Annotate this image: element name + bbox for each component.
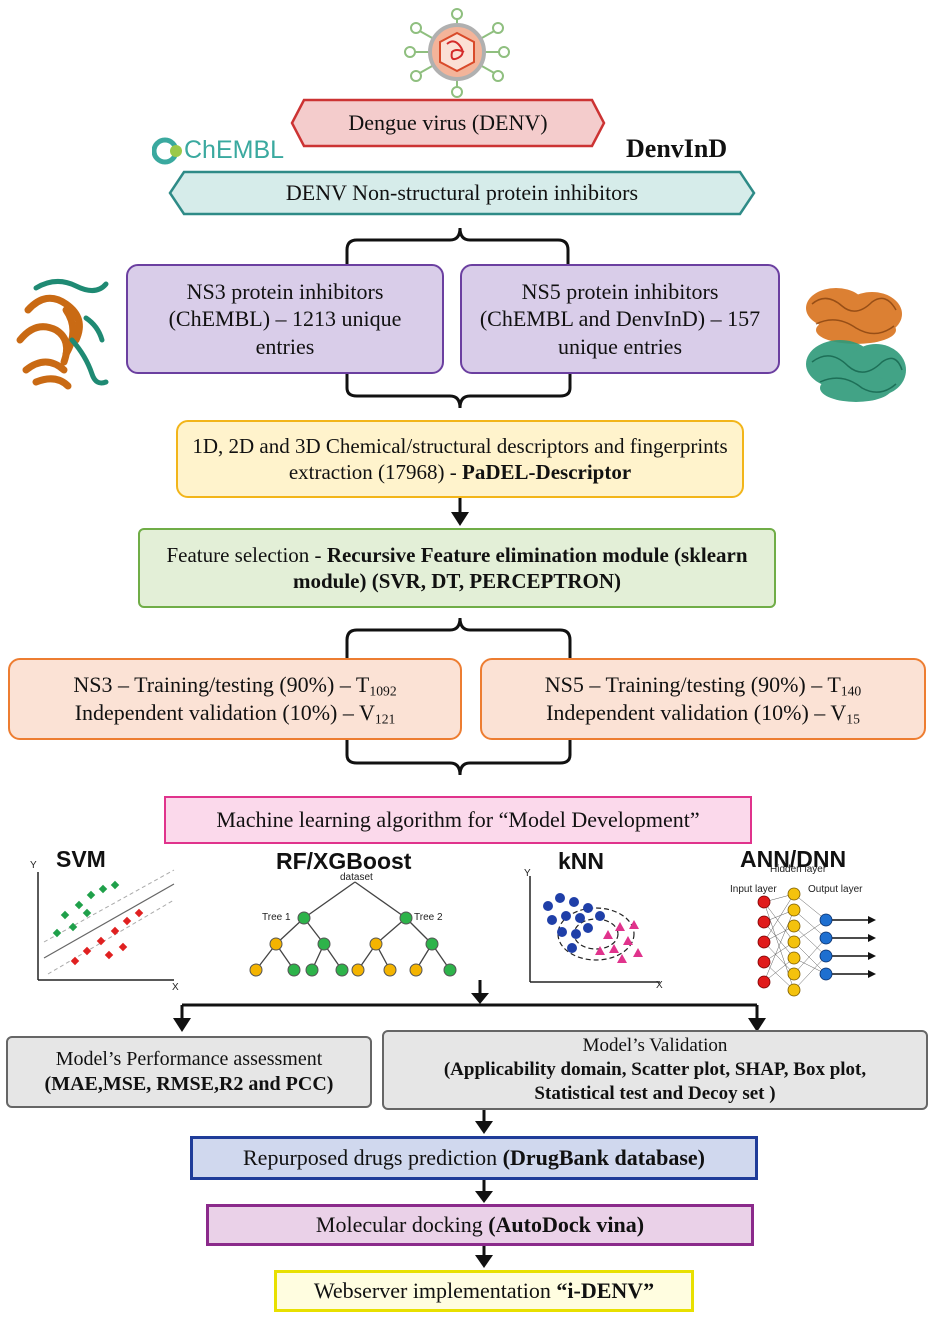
ns3-valid-count: 121 — [374, 711, 396, 727]
ns3-train-text: NS3 – Training/testing (90%) – T — [73, 671, 370, 697]
bracket-ml — [345, 740, 572, 776]
repurposed-drugs-box: Repurposed drugs prediction (DrugBank da… — [190, 1136, 758, 1180]
ns5-inhibitors-text: NS5 protein inhibitors (ChEMBL and DenvI… — [479, 278, 761, 359]
arrow-to-repurposed — [475, 1121, 493, 1134]
autodock-label: (AutoDock vina) — [488, 1212, 645, 1238]
repurposed-text: Repurposed drugs prediction — [243, 1145, 503, 1171]
webserver-box: Webserver implementation “i-DENV” — [274, 1270, 694, 1312]
validation-title: Model’s Validation — [582, 1035, 728, 1057]
validation-details: (Applicability domain, Scatter plot, SHA… — [443, 1059, 867, 1104]
arrow-to-validation — [748, 1018, 766, 1032]
i-denv-label: “i-DENV” — [556, 1278, 655, 1304]
ann-output-layer-label: Output layer — [808, 884, 863, 895]
nonstructural-box-shape — [168, 170, 756, 216]
ns3-protein-structure-image — [16, 279, 109, 390]
validation-box: Model’s Validation (Applicability domain… — [382, 1030, 928, 1110]
arrow-to-feature — [451, 512, 469, 526]
ml-algorithm-text: Machine learning algorithm for “Model De… — [216, 807, 700, 833]
ann-hidden-layer-label: Hidden layer — [770, 864, 827, 875]
chembl-logo-text: ChEMBL — [184, 136, 285, 164]
knn-plot-image — [529, 876, 660, 983]
virus-icon — [404, 8, 510, 98]
rf-dataset-label: dataset — [340, 872, 373, 883]
chembl-logo-icon — [152, 137, 182, 165]
svm-plot-image — [37, 869, 175, 981]
arrow-to-webserver — [475, 1255, 493, 1268]
bracket-merge — [345, 372, 572, 409]
ns5-protein-structure-image — [806, 288, 906, 402]
knn-x-axis-label: X — [656, 980, 663, 991]
ann-network-image — [757, 887, 876, 997]
descriptors-text: 1D, 2D and 3D Chemical/structural descri… — [192, 433, 728, 484]
ns3-train-count: 1092 — [369, 682, 397, 698]
svm-x-axis-label: X — [172, 982, 179, 993]
svm-label: SVM — [56, 846, 106, 872]
knn-y-axis-label: Y — [524, 868, 531, 879]
ml-algorithm-box: Machine learning algorithm for “Model De… — [164, 796, 752, 844]
denvind-label: DenvInD — [626, 134, 728, 163]
padel-descriptor-label: PaDEL-Descriptor — [462, 460, 632, 484]
svm-y-axis-label: Y — [30, 860, 37, 871]
rf-tree2-label: Tree 2 — [414, 912, 443, 923]
feature-selection-box: Feature selection - Recursive Feature el… — [138, 528, 776, 608]
performance-metrics: (MAE,MSE, RMSE,R2 and PCC) — [44, 1073, 334, 1095]
arrow-to-split — [471, 993, 489, 1004]
dengue-virus-label: Dengue virus (DENV) — [348, 110, 548, 136]
webserver-text: Webserver implementation — [313, 1278, 557, 1304]
rf-tree-image — [249, 881, 457, 977]
ns5-split-box: NS5 – Training/testing (90%) – T140 Inde… — [480, 658, 926, 740]
ns5-valid-count: 15 — [846, 711, 860, 727]
arrow-to-performance — [173, 1018, 191, 1032]
knn-label: kNN — [558, 848, 605, 874]
ns5-train-text: NS5 – Training/testing (90%) – T — [544, 671, 841, 697]
ns5-inhibitors-box: NS5 protein inhibitors (ChEMBL and DenvI… — [460, 264, 780, 374]
chembl-logo: ChEMBL — [152, 134, 285, 168]
ann-input-layer-label: Input layer — [730, 884, 777, 895]
bracket-top — [345, 227, 570, 268]
ns3-inhibitors-text: NS3 protein inhibitors (ChEMBL) – 1213 u… — [168, 278, 402, 359]
bracket-split — [345, 617, 572, 658]
ns5-valid-text: Independent validation (10%) – V — [546, 700, 847, 725]
arrow-to-docking — [475, 1191, 493, 1203]
descriptors-box: 1D, 2D and 3D Chemical/structural descri… — [176, 420, 744, 498]
rfe-module-label: Recursive Feature elimination module (sk… — [292, 542, 748, 593]
performance-title: Model’s Performance assessment — [55, 1048, 323, 1070]
performance-box: Model’s Performance assessment (MAE,MSE,… — [6, 1036, 372, 1108]
ann-dnn-label: ANN/DNN — [740, 846, 847, 872]
ns3-valid-text: Independent validation (10%) – V — [74, 700, 375, 725]
ns5-train-count: 140 — [840, 682, 862, 698]
ns3-split-box: NS3 – Training/testing (90%) – T1092 Ind… — [8, 658, 462, 740]
feature-selection-text: Feature selection - — [166, 542, 327, 567]
drugbank-label: (DrugBank database) — [502, 1145, 705, 1171]
nonstructural-inhibitors-label: DENV Non-structural protein inhibitors — [285, 180, 639, 206]
ns3-inhibitors-box: NS3 protein inhibitors (ChEMBL) – 1213 u… — [126, 264, 444, 374]
dengue-box-shape — [290, 98, 606, 148]
molecular-docking-box: Molecular docking (AutoDock vina) — [206, 1204, 754, 1246]
rf-tree1-label: Tree 1 — [262, 912, 291, 923]
rf-xgboost-label: RF/XGBoost — [276, 848, 412, 874]
docking-text: Molecular docking — [315, 1212, 489, 1238]
